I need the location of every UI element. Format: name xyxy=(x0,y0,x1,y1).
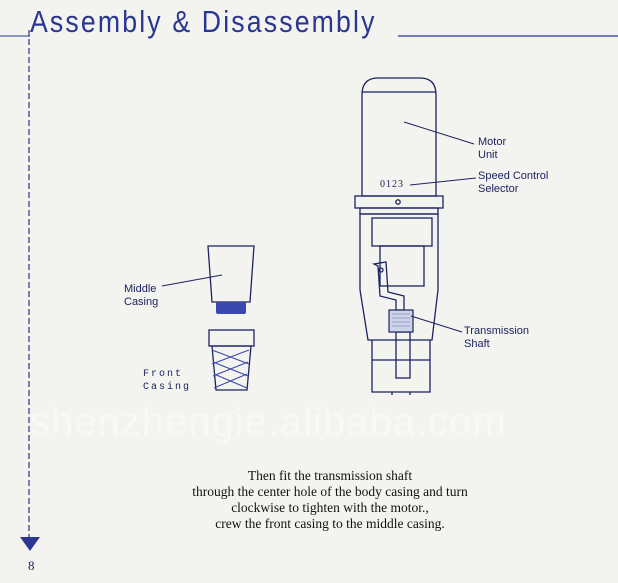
label-motor-unit: Motor Unit xyxy=(478,136,507,161)
transmission-shaft-gear xyxy=(388,309,414,333)
middle-casing-thread xyxy=(216,302,246,314)
watermark: shenzhengie.alibaba.com xyxy=(30,400,507,444)
front-casing-knurl xyxy=(211,349,250,389)
page-marker-triangle-icon xyxy=(20,537,40,551)
caption-line: crew the front casing to the middle casi… xyxy=(215,516,445,531)
label-middle-casing: Middle Casing xyxy=(124,283,159,308)
caption-line: through the center hole of the body casi… xyxy=(192,484,468,499)
instruction-caption: Then fit the transmission shaft through … xyxy=(150,468,510,532)
caption-line: Then fit the transmission shaft xyxy=(247,468,413,483)
label-speed-control-selector: Speed Control Selector xyxy=(478,170,549,195)
caption-line: clockwise to tighten with the motor., xyxy=(231,500,429,515)
page-title: Assembly & Disassembly xyxy=(30,4,377,39)
middle-casing-drawing xyxy=(207,245,255,303)
label-transmission-shaft: Transmission Shaft xyxy=(464,325,529,350)
page-number: 8 xyxy=(28,558,35,573)
leader-middle-casing xyxy=(161,274,223,287)
leader-motor-unit xyxy=(403,121,475,145)
motor-unit-drawing xyxy=(354,77,444,395)
speed-selector-numbers: 0123 xyxy=(380,179,404,190)
label-front-casing: Front Casing xyxy=(143,369,192,393)
leader-speed-selector xyxy=(409,177,477,186)
leader-transmission-shaft xyxy=(410,315,463,333)
